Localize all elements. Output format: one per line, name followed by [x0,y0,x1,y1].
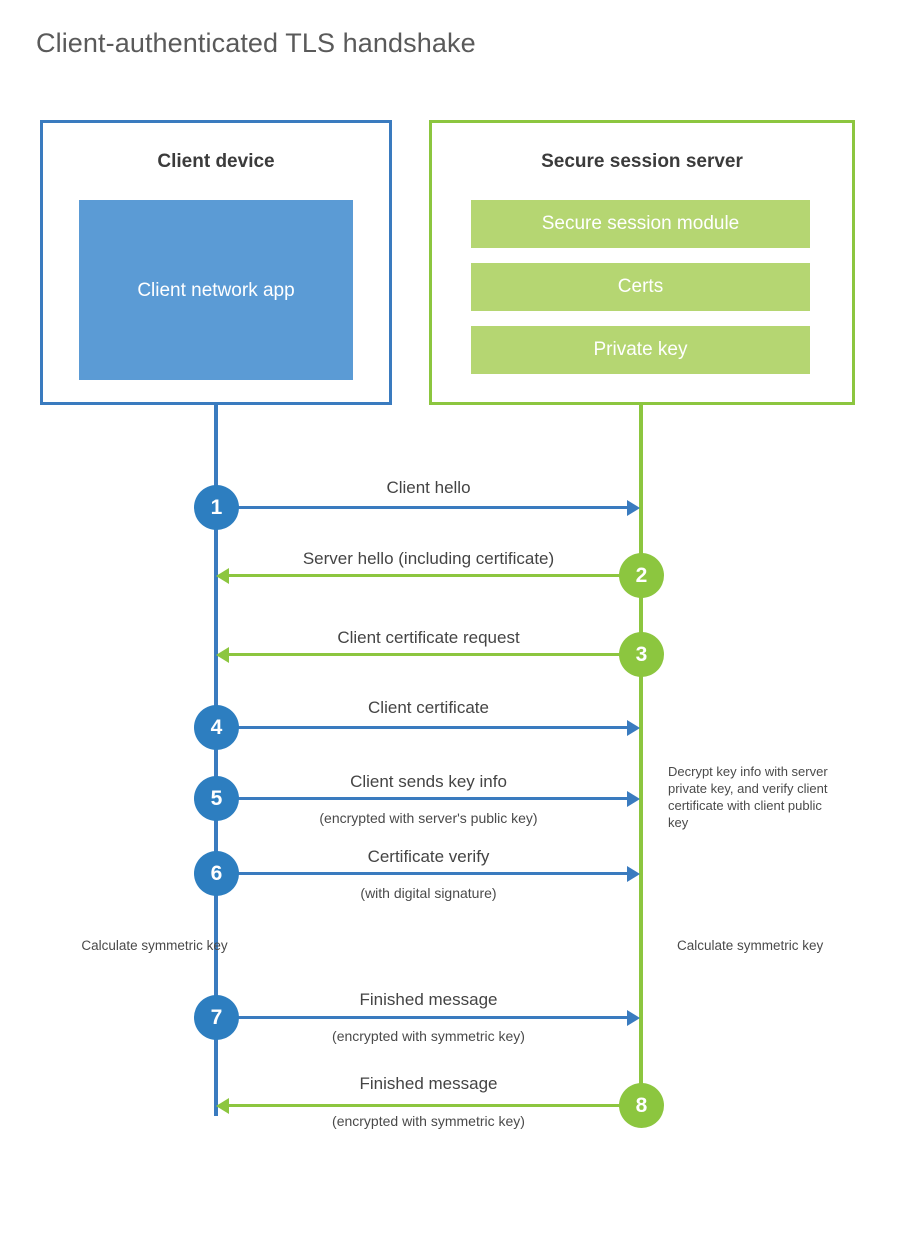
client-device-title: Client device [157,151,275,172]
server-decrypt-note: Decrypt key info with server private key… [668,764,828,830]
step-circle-5: 5 [194,776,239,821]
step-circle-1: 1 [194,485,239,530]
message-label-5: Client sends key info [350,772,507,791]
client-calculate-symmetric-key-note: Calculate symmetric key [81,938,228,953]
arrow-head-right-1 [627,499,640,516]
step-circle-7: 7 [194,995,239,1040]
message-line-2 [229,574,641,577]
client-device-box: Client device Client network app [40,120,392,405]
step-circle-6: 6 [194,851,239,896]
message-label-8: Finished message [359,1074,498,1093]
server-calculate-symmetric-key-note: Calculate symmetric key [677,938,824,953]
server-component-certs: Certs [471,263,810,311]
arrow-head-right-7 [627,1009,640,1026]
server-component-private-key: Private key [471,326,810,374]
client-lifeline [214,404,218,1116]
message-line-1 [216,506,627,509]
message-label-7: Finished message [359,990,498,1009]
client-network-app-block: Client network app [79,200,353,380]
arrow-head-left-2 [216,567,229,584]
secure-session-server-title: Secure session server [541,151,743,172]
arrow-head-right-5 [627,790,640,807]
arrow-head-right-6 [627,865,640,882]
message-line-7 [216,1016,627,1019]
server-lifeline [639,404,643,1107]
arrow-head-left-8 [216,1097,229,1114]
secure-session-server-box: Secure session server Secure session mod… [429,120,855,405]
message-line-6 [216,872,627,875]
message-sublabel-7: (encrypted with symmetric key) [332,1028,525,1044]
message-sublabel-6: (with digital signature) [360,885,497,901]
message-label-2: Server hello (including certificate) [302,549,555,568]
message-label-4: Client certificate [368,698,489,717]
step-circle-2: 2 [619,553,664,598]
server-component-secure-session-module: Secure session module [471,200,810,248]
message-line-3 [229,653,641,656]
step-circle-3: 3 [619,632,664,677]
message-label-1: Client hello [386,478,471,497]
message-sublabel-8: (encrypted with symmetric key) [332,1113,525,1129]
message-line-8 [229,1104,641,1107]
step-circle-8: 8 [619,1083,664,1128]
step-circle-4: 4 [194,705,239,750]
message-sublabel-5: (encrypted with server's public key) [319,810,538,826]
page-title: Client-authenticated TLS handshake [36,28,476,58]
arrow-head-right-4 [627,719,640,736]
message-label-3: Client certificate request [337,628,520,647]
arrow-head-left-3 [216,646,229,663]
message-label-6: Certificate verify [367,847,490,866]
message-line-4 [216,726,627,729]
message-line-5 [216,797,627,800]
